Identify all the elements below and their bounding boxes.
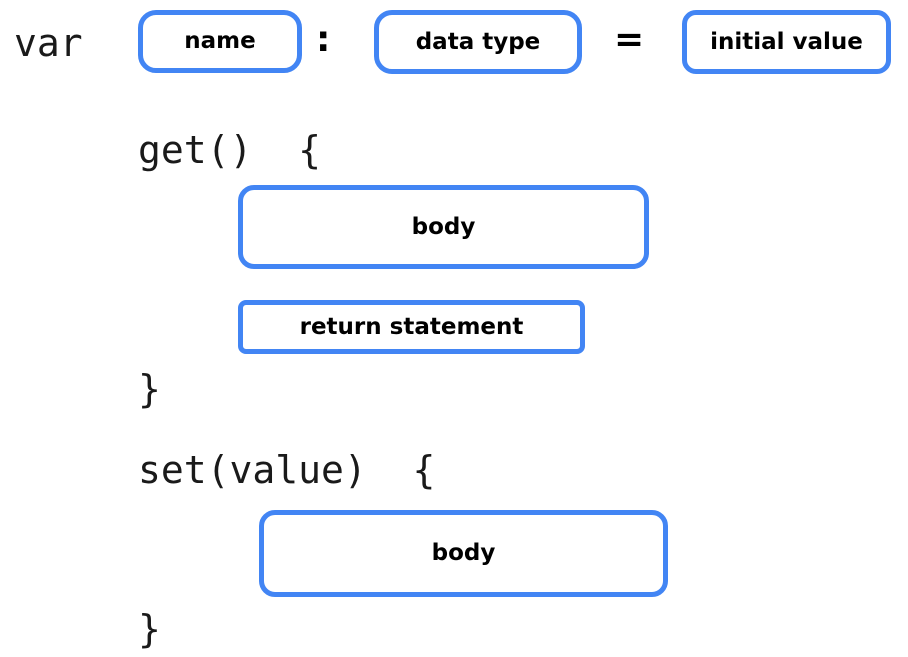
code-token: } <box>138 367 161 411</box>
code-token: } <box>138 607 161 651</box>
name-slot-label: name <box>184 28 256 54</box>
getter-body-slot-label: body <box>411 213 476 240</box>
code-token: get() { <box>138 128 322 172</box>
equals-token: = <box>614 19 645 60</box>
initial-value-slot-label: initial value <box>710 28 863 55</box>
getter-body-slot[interactable]: body <box>238 185 649 269</box>
setter-body-slot[interactable]: body <box>259 510 668 597</box>
code-token: var <box>14 21 83 65</box>
name-slot[interactable]: name <box>138 10 302 73</box>
colon-token: : <box>316 19 331 60</box>
return-statement-slot[interactable]: return statement <box>238 300 585 354</box>
data-type-slot[interactable]: data type <box>374 10 582 74</box>
return-statement-slot-label: return statement <box>299 313 524 340</box>
setter-body-slot-label: body <box>431 540 496 566</box>
data-type-slot-label: data type <box>415 28 541 55</box>
initial-value-slot[interactable]: initial value <box>682 10 891 74</box>
code-token: set(value) { <box>138 448 436 492</box>
